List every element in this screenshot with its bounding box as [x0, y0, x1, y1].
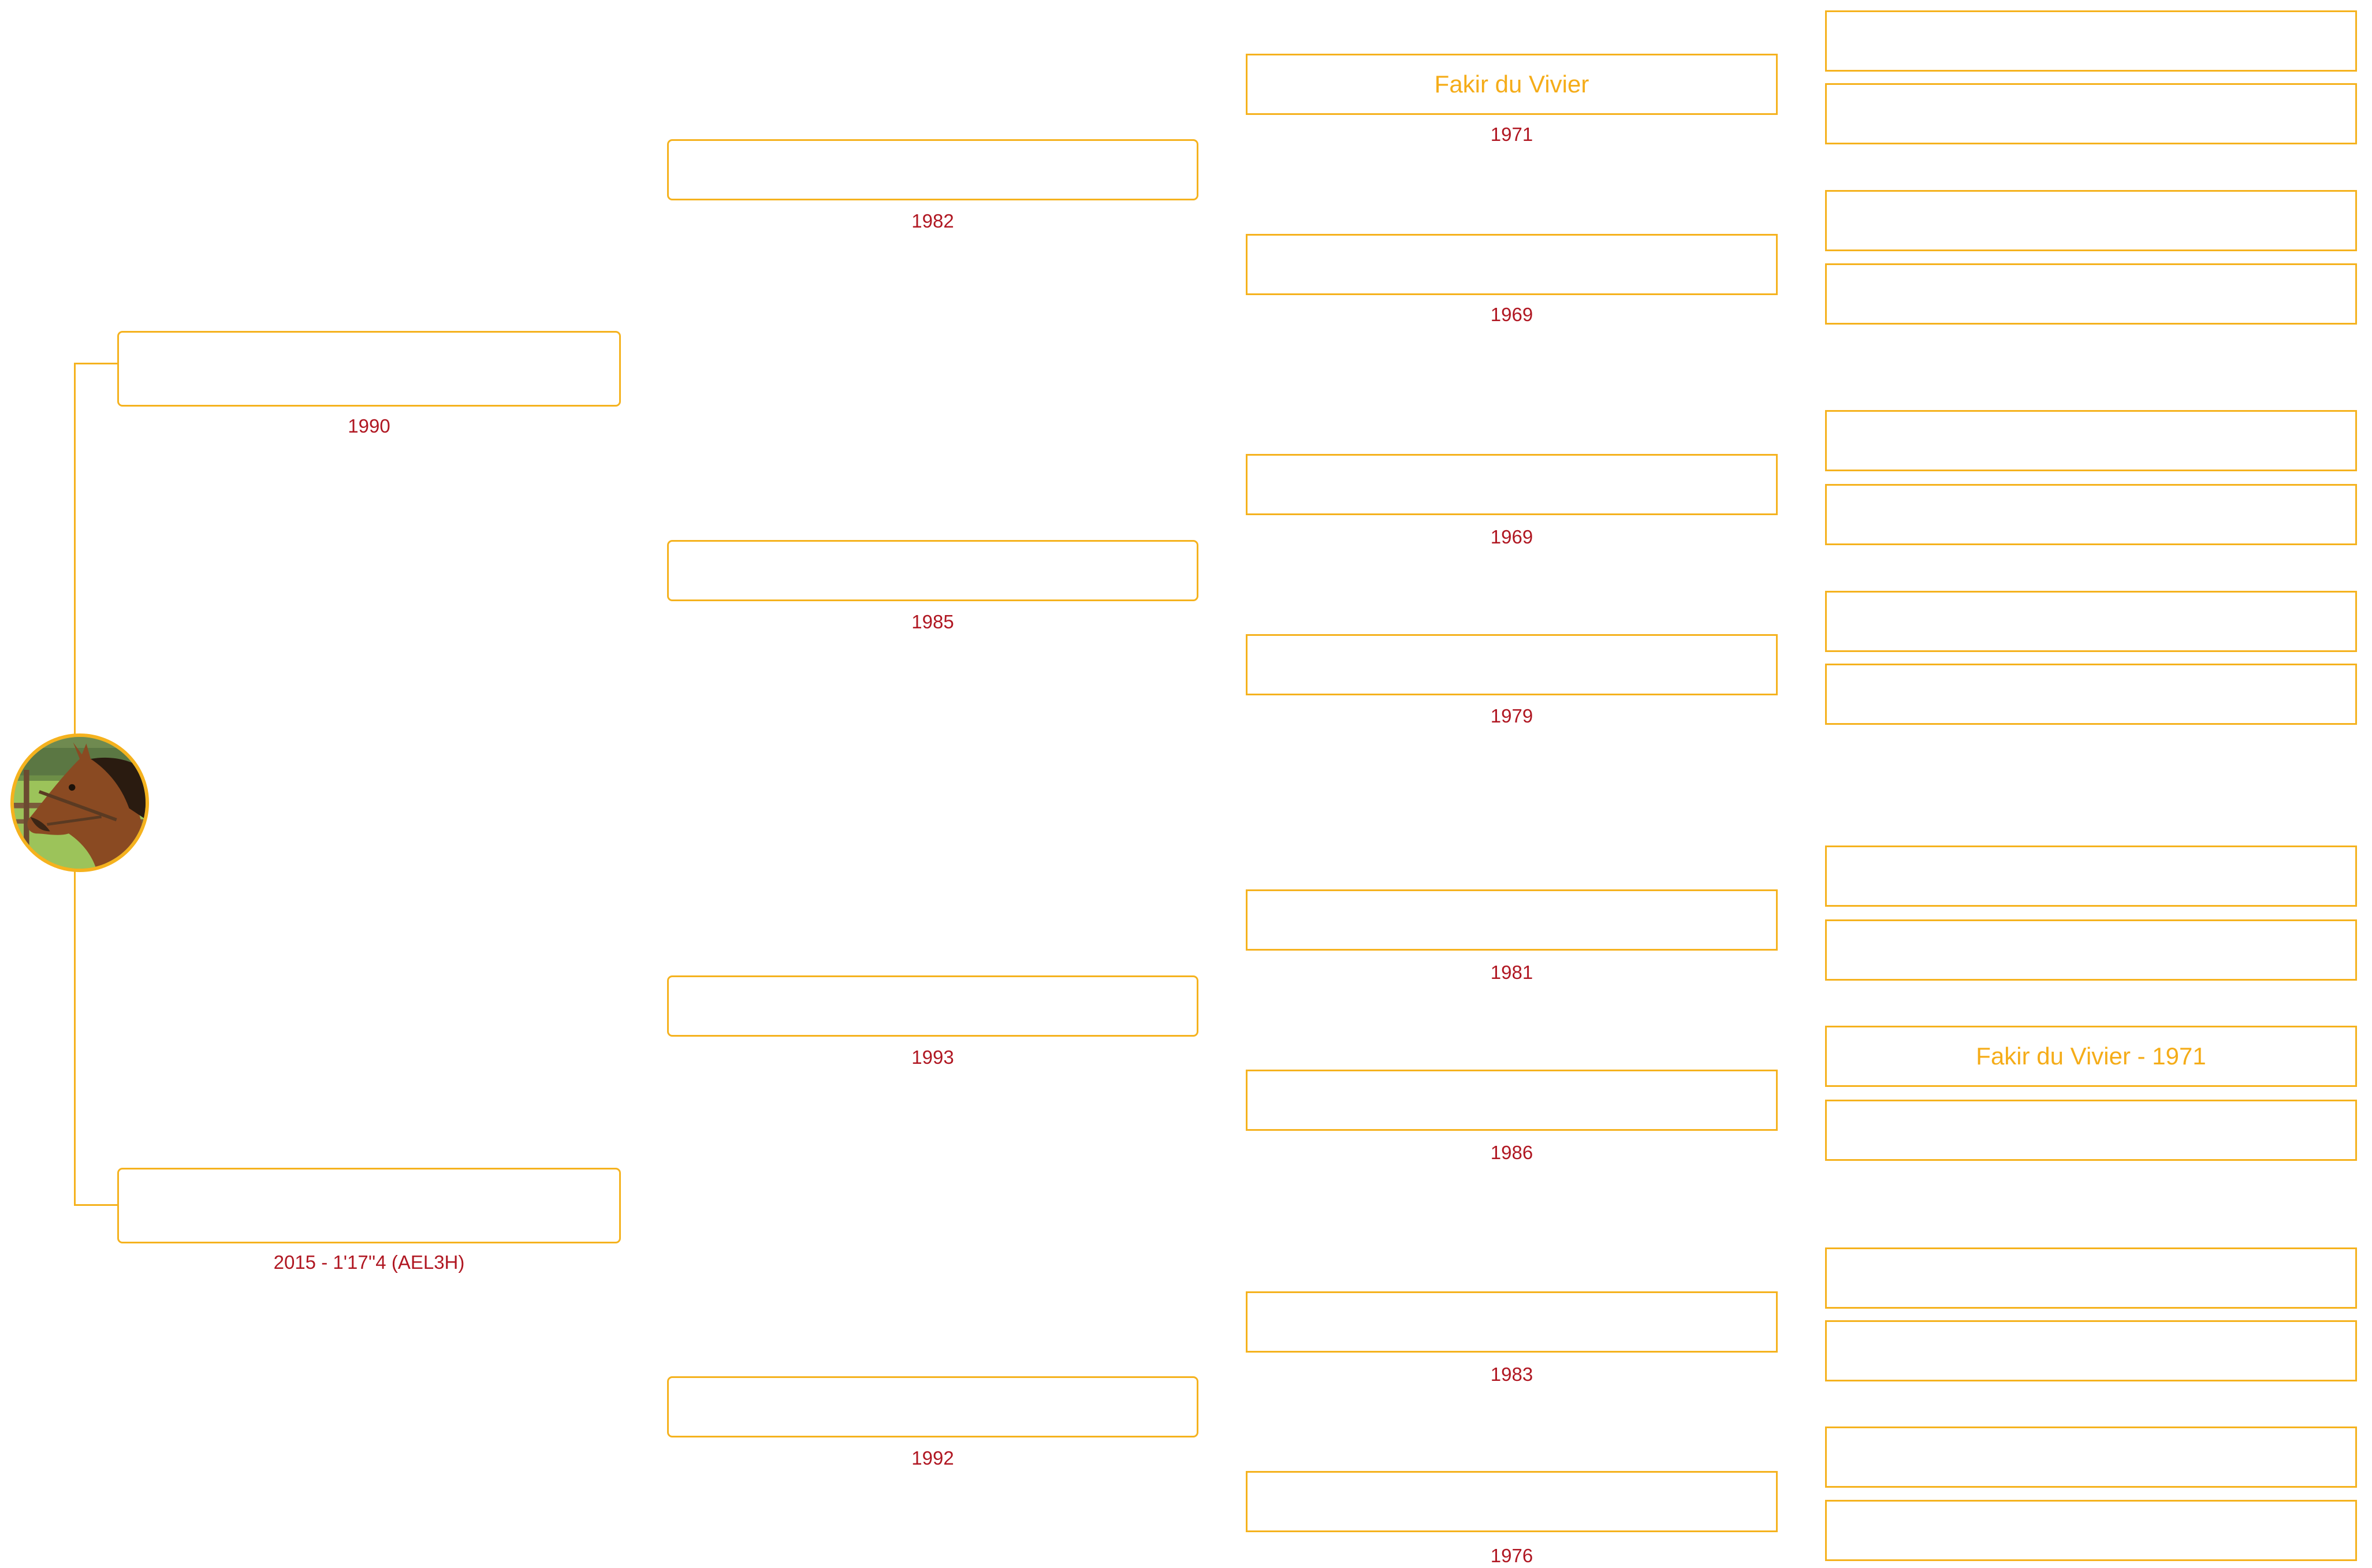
sire-box[interactable]: [117, 331, 621, 407]
ancestor-box[interactable]: [1825, 1247, 2357, 1309]
ancestor-year: 1969: [1490, 304, 1533, 325]
ancestor-year: 1976: [1490, 1545, 1533, 1566]
ancestor-box[interactable]: [1825, 410, 2357, 471]
ancestor-box[interactable]: [1825, 591, 2357, 652]
ancestor-year: 1971: [1490, 124, 1533, 145]
ancestor-year: 1969: [1490, 526, 1533, 548]
ancestor-year: 1979: [1490, 705, 1533, 727]
ancestor-box[interactable]: [1825, 1320, 2357, 1381]
ancestor-box[interactable]: Fakir du Vivier: [1246, 54, 1778, 115]
ancestor-box[interactable]: [1825, 919, 2357, 981]
ancestor-box[interactable]: [1246, 454, 1778, 515]
ancestor-box[interactable]: [1825, 1100, 2357, 1161]
ancestor-box[interactable]: Fakir du Vivier - 1971: [1825, 1026, 2357, 1087]
ancestor-box[interactable]: [667, 975, 1198, 1037]
ancestor-box[interactable]: [1246, 889, 1778, 951]
ancestor-box[interactable]: [1825, 1500, 2357, 1561]
horse-head-icon: [14, 737, 146, 869]
sire-year: 1990: [348, 415, 390, 437]
ancestor-year: 1983: [1490, 1364, 1533, 1385]
ancestor-year: 1982: [911, 210, 954, 232]
dam-year: 2015 - 1'17''4 (AEL3H): [273, 1252, 465, 1273]
ancestor-year: 1986: [1490, 1142, 1533, 1163]
ancestor-box[interactable]: [1825, 484, 2357, 545]
ancestor-year: 1993: [911, 1046, 954, 1068]
ancestor-box[interactable]: [1825, 83, 2357, 144]
dam-box[interactable]: [117, 1168, 621, 1243]
ancestor-box[interactable]: [667, 139, 1198, 200]
ancestor-box[interactable]: [1246, 1291, 1778, 1353]
ancestor-box[interactable]: [667, 540, 1198, 601]
ancestor-box[interactable]: [1246, 634, 1778, 695]
ancestor-box[interactable]: [1825, 190, 2357, 251]
ancestor-box[interactable]: [1825, 846, 2357, 907]
horse-photo[interactable]: [10, 733, 149, 872]
ancestor-box[interactable]: [1825, 1427, 2357, 1488]
ancestor-box[interactable]: [1246, 1471, 1778, 1532]
ancestor-box[interactable]: [1825, 263, 2357, 325]
ancestor-box[interactable]: [1246, 1070, 1778, 1131]
ancestor-box[interactable]: [1825, 10, 2357, 72]
ancestor-box[interactable]: [667, 1376, 1198, 1437]
ancestor-year: 1992: [911, 1447, 954, 1469]
ancestor-box[interactable]: [1246, 234, 1778, 295]
ancestor-box[interactable]: [1825, 664, 2357, 725]
ancestor-year: 1985: [911, 611, 954, 632]
ancestor-year: 1981: [1490, 962, 1533, 983]
